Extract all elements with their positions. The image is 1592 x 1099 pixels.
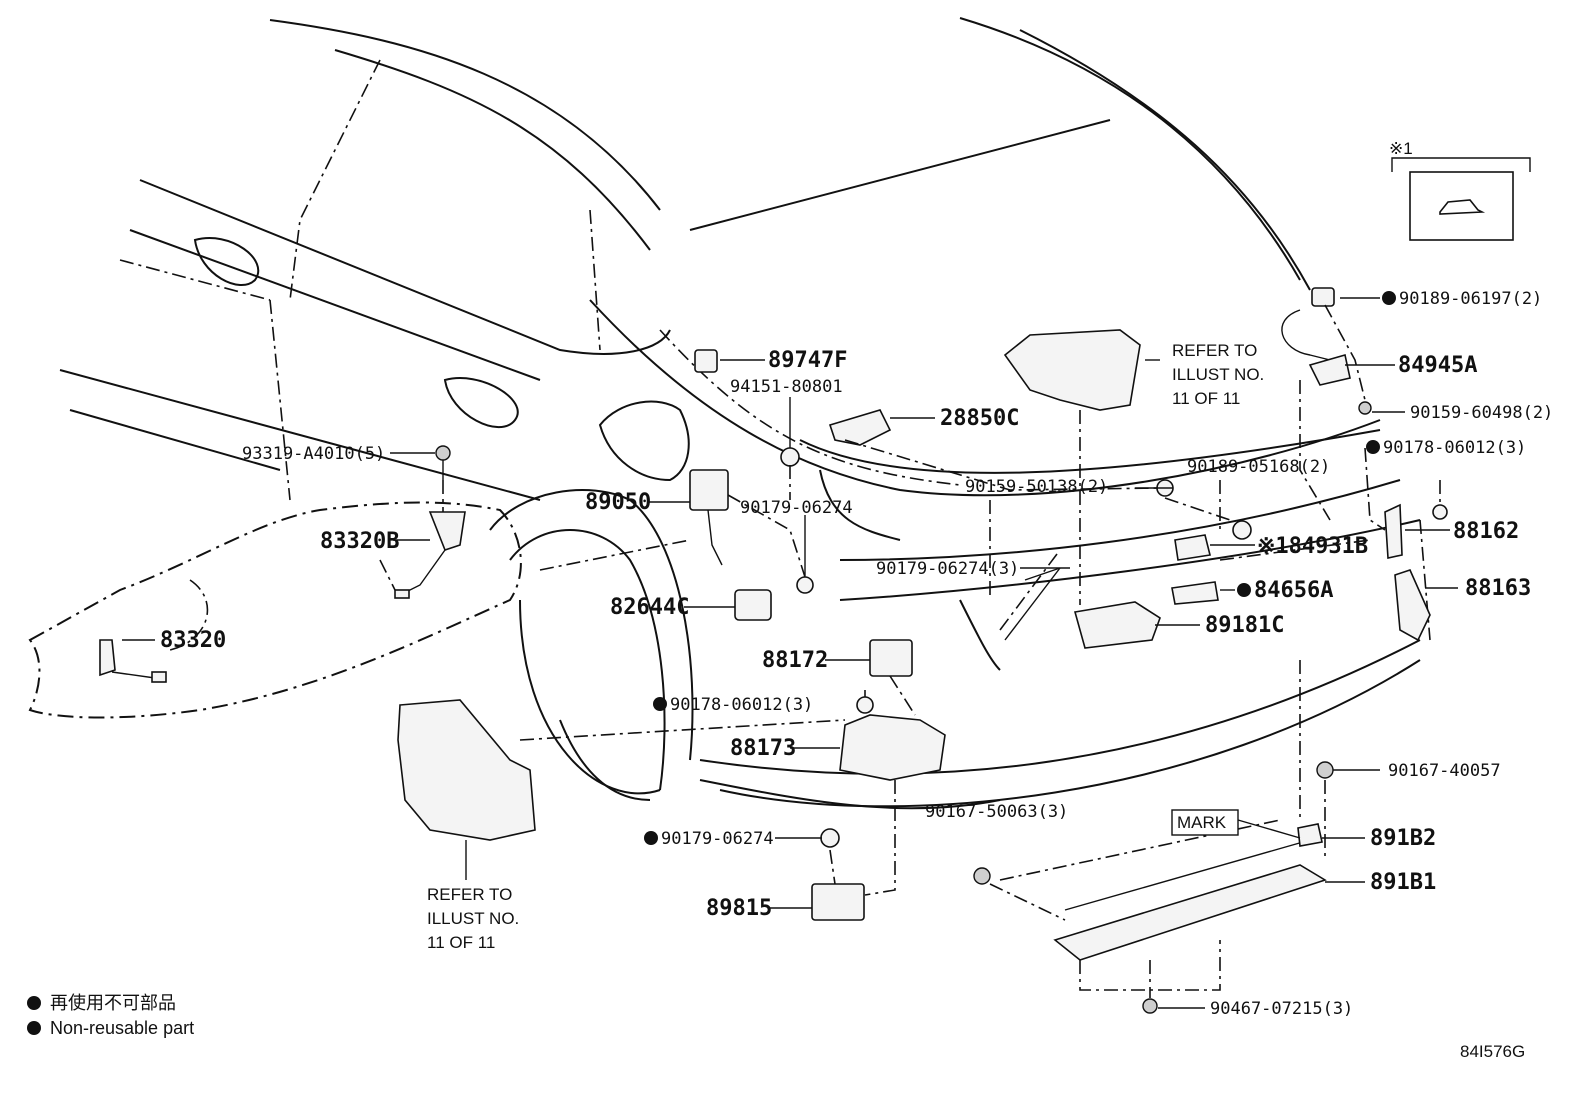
lock-84931b [1174, 534, 1211, 561]
label-90167-50063: 90167-50063(3) [925, 802, 1068, 822]
legend-text-en: Non-reusable part [50, 1018, 194, 1038]
sensor-83320 [99, 639, 116, 677]
bolt-90467 [1142, 998, 1158, 1014]
switch-84945a [1308, 353, 1351, 386]
label-90167-40057: 90167-40057 [1388, 761, 1501, 781]
module-89815 [811, 883, 865, 921]
grommet-94151 [780, 447, 800, 467]
label-90467-07215: 90467-07215(3) [1210, 999, 1353, 1019]
legend: 再使用不可部品 Non-reusable part [27, 993, 194, 1038]
trunk-open-icon [1439, 199, 1486, 215]
assembly-lines [379, 304, 1441, 998]
bolt-90167-40057 [1316, 761, 1334, 779]
label-93319-a4010: 93319-A4010(5) [242, 444, 385, 464]
label-89747f: 89747F [768, 348, 847, 373]
parts-graphics [99, 157, 1531, 1014]
label-891b1: 891B1 [1370, 870, 1436, 895]
label-88172: 88172 [762, 648, 828, 673]
label-84656a: 84656A [1254, 578, 1333, 603]
mark-box [1171, 809, 1239, 836]
refer-note-upper-line3: 11 OF 11 [1172, 389, 1240, 408]
label-891b2: 891B2 [1370, 826, 1436, 851]
bracket-88162 [1384, 503, 1403, 559]
label-28850c: 28850C [940, 406, 1019, 431]
label-94151-80801: 94151-80801 [730, 377, 843, 397]
refer-note-lower-line2: ILLUST NO. [427, 909, 519, 928]
note-symbol: ※1 [1389, 139, 1413, 158]
label-88163: 88163 [1465, 576, 1531, 601]
sensor-83320-plug [151, 671, 167, 683]
bolt-90167-50063 [973, 867, 991, 885]
inset-switch-box [1409, 171, 1514, 241]
connector-89747f [694, 349, 718, 373]
fuse-box-upper [1003, 329, 1141, 411]
module-89181c [1073, 601, 1161, 649]
label-90179-06274-lower: 90179-06274 [661, 829, 774, 849]
legend-text-jp: 再使用不可部品 [50, 993, 176, 1013]
label-88162: 88162 [1453, 519, 1519, 544]
annotations: REFER TO ILLUST NO. 11 OF 11 REFER TO IL… [427, 139, 1413, 952]
label-89181c: 89181C [1205, 613, 1284, 638]
label-90178-06012-left: 90178-06012(3) [670, 695, 813, 715]
label-90179-06274-3: 90179-06274(3) [876, 559, 1019, 579]
non-reusable-dot [1366, 440, 1380, 454]
diagram-code: 84I576G [1460, 1042, 1525, 1061]
screw-93319 [435, 445, 451, 461]
refer-note-upper-line2: ILLUST NO. [1172, 365, 1264, 384]
sensor-plug [394, 589, 410, 599]
label-82644c: 82644C [610, 595, 689, 620]
bracket-891b2 [1297, 823, 1323, 847]
car-body-outline [28, 17, 1431, 810]
label-84931b: ※184931B [1257, 534, 1368, 559]
label-84945a: 84945A [1398, 353, 1477, 378]
non-reusable-dot [653, 697, 667, 711]
grommet-90189-05168 [1232, 520, 1252, 540]
nut-90178-right [1432, 504, 1448, 520]
part-84656a [1171, 581, 1219, 605]
nut-90179-lower [820, 828, 840, 848]
bar-891b1 [1053, 864, 1327, 961]
label-90189-06197: 90189-06197(2) [1399, 289, 1542, 309]
relay-82644c [734, 589, 772, 621]
fuse-box-lower [397, 699, 536, 841]
leader-lines [122, 297, 1458, 1009]
label-89050: 89050 [585, 490, 651, 515]
label-88173: 88173 [730, 736, 796, 761]
label-90159-50138: 90159-50138(2) [965, 477, 1108, 497]
legend-dot-en [27, 1021, 41, 1035]
label-90178-06012-right: 90178-06012(3) [1383, 438, 1526, 458]
label-89815: 89815 [706, 896, 772, 921]
label-83320: 83320 [160, 628, 226, 653]
label-83320b: 83320B [320, 529, 399, 554]
non-reusable-dot [644, 831, 658, 845]
label-90159-60498: 90159-60498(2) [1410, 403, 1553, 423]
label-90179-06274-a: 90179-06274 [740, 498, 853, 518]
bracket-28850c [828, 409, 892, 446]
bracket-88173 [839, 714, 946, 781]
nut-90178-left [856, 696, 874, 714]
part-88172 [869, 639, 913, 677]
sensor-83320b [428, 511, 466, 551]
clip-90189-06197 [1311, 287, 1335, 307]
mark-label: MARK [1177, 813, 1227, 832]
module-89050 [689, 469, 729, 511]
nut-90179 [796, 576, 814, 594]
refer-note-upper-line1: REFER TO [1172, 341, 1257, 360]
refer-note-lower-line3: 11 OF 11 [427, 933, 495, 952]
part-labels: 89747F 94151-80801 28850C 93319-A4010(5)… [160, 289, 1553, 1019]
bolt-90159-60498 [1358, 401, 1372, 415]
label-90189-05168: 90189-05168(2) [1187, 457, 1330, 477]
non-reusable-dot [1237, 583, 1251, 597]
non-reusable-dot [1382, 291, 1396, 305]
refer-note-lower-line1: REFER TO [427, 885, 512, 904]
bracket-88163 [1394, 569, 1431, 642]
legend-dot-jp [27, 996, 41, 1010]
